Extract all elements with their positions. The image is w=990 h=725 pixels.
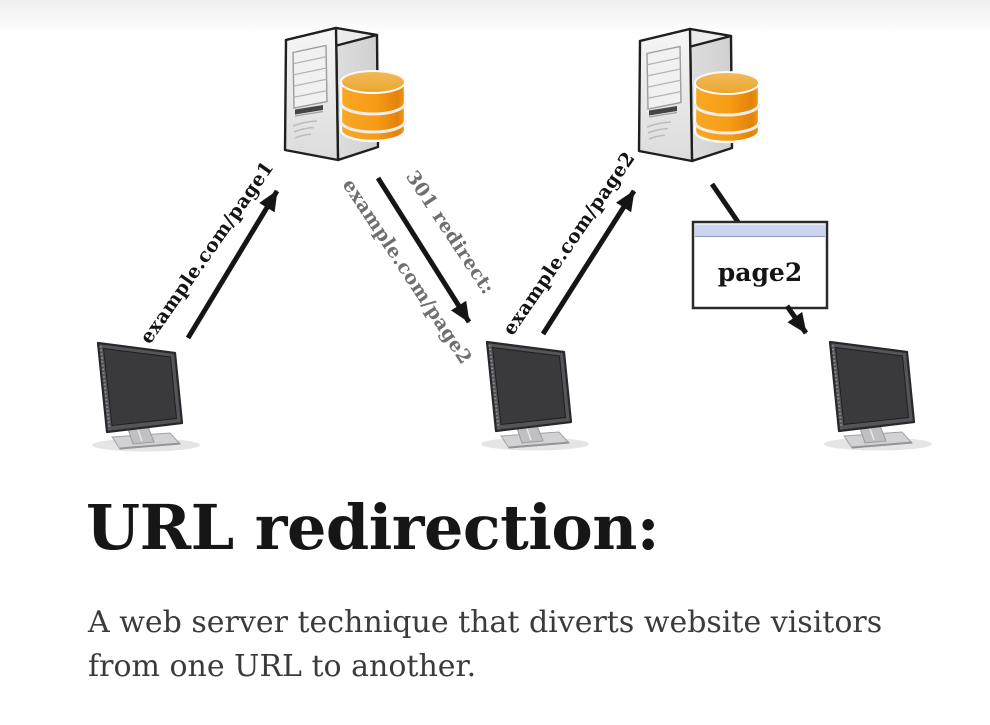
redirection-diagram: example.com/page1 301 redirect: example.…	[90, 26, 934, 453]
label-redirect-location: example.com/page2	[338, 175, 476, 368]
monitor-icon-right	[822, 340, 934, 452]
page-description: A web server technique that diverts webs…	[88, 605, 883, 684]
page-title: URL redirection:	[86, 491, 660, 564]
monitor-icon-middle	[479, 340, 591, 452]
label-request-page1: example.com/page1	[136, 157, 279, 348]
arrow-window-to-monitor	[784, 304, 809, 335]
connector-server-to-window	[709, 182, 741, 224]
server-with-database-icon-right	[637, 27, 761, 163]
browser-window-titlebar	[695, 224, 825, 236]
arrow-301-redirect	[375, 176, 472, 324]
browser-window-page-label: page2	[718, 258, 802, 287]
arrow-request-page1	[185, 189, 280, 340]
arrow-request-page2	[540, 189, 637, 336]
browser-window: page2	[691, 220, 829, 310]
label-request-page2: example.com/page2	[498, 148, 639, 340]
monitor-icon-left	[90, 341, 202, 453]
server-with-database-icon-left	[283, 26, 407, 162]
